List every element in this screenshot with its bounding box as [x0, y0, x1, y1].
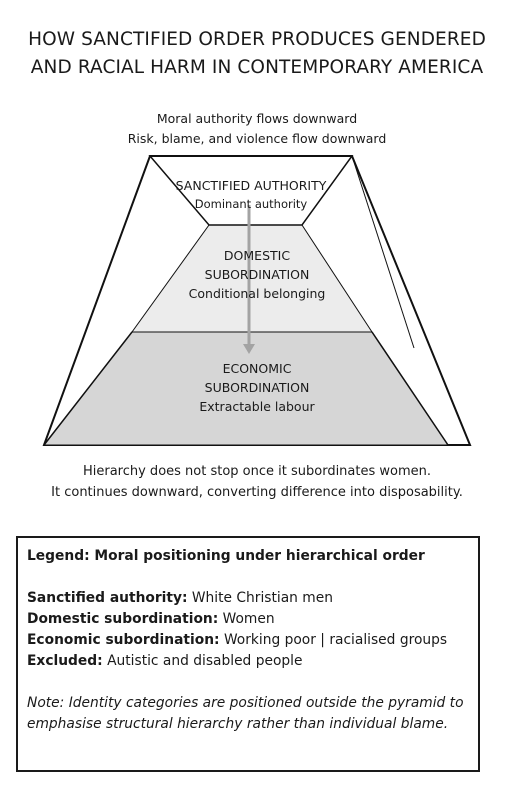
legend-note: Note: Identity categories are positioned…: [27, 695, 464, 732]
tier-sanctified-shape: [148, 155, 354, 226]
flow-statement: Moral authority flows downward Risk, bla…: [0, 109, 514, 149]
downward-arrow-head: [243, 344, 255, 354]
legend-row-excluded: Excluded: Autistic and disabled people: [27, 651, 469, 672]
tier-domestic-name-1: DOMESTIC: [223, 248, 291, 263]
flow-line-authority: Moral authority flows downward: [156, 111, 358, 126]
title-line-1: HOW SANCTIFIED ORDER PRODUCES GENDERED: [28, 29, 486, 50]
flow-line-risk: Risk, blame, and violence flow downward: [127, 131, 387, 146]
tier-economic-label: ECONOMIC SUBORDINATION Extractable labou…: [160, 359, 354, 416]
caption-line-2: It continues downward, converting differ…: [51, 485, 463, 500]
tier-economic-name-1: ECONOMIC: [222, 361, 292, 376]
tier-sanctified-desc: Dominant authority: [194, 197, 308, 211]
tier-domestic-name-2: SUBORDINATION: [204, 267, 310, 282]
legend-key: Domestic subordination:: [27, 611, 219, 627]
legend-key: Sanctified authority:: [27, 590, 188, 606]
connector-left: [43, 331, 133, 446]
legend-key: Excluded:: [27, 653, 103, 669]
legend-heading: Legend: Moral positioning under hierarch…: [27, 548, 425, 564]
legend-box: Legend: Moral positioning under hierarch…: [16, 536, 480, 772]
legend-value: Women: [222, 611, 275, 627]
pyramid-diagram: [42, 155, 472, 446]
diagram-title: HOW SANCTIFIED ORDER PRODUCES GENDERED A…: [0, 26, 514, 82]
tier-economic-name-2: SUBORDINATION: [204, 380, 310, 395]
legend-value: White Christian men: [191, 590, 333, 606]
tier-domestic-label: DOMESTIC SUBORDINATION Conditional belon…: [160, 246, 354, 303]
legend-row-domestic: Domestic subordination: Women: [27, 609, 469, 630]
title-line-2: AND RACIAL HARM IN CONTEMPORARY AMERICA: [30, 57, 484, 78]
legend-row-sanctified: Sanctified authority: White Christian me…: [27, 588, 469, 609]
tier-sanctified-label: SANCTIFIED AUTHORITY Dominant authority: [150, 176, 352, 214]
tier-domestic-desc: Conditional belonging: [188, 286, 326, 301]
diagram-caption: Hierarchy does not stop once it subordin…: [0, 461, 514, 503]
legend-value: Autistic and disabled people: [107, 653, 303, 669]
legend-row-economic: Economic subordination: Working poor | r…: [27, 630, 469, 651]
legend-value: Working poor | racialised groups: [223, 632, 448, 648]
tier-economic-desc: Extractable labour: [199, 399, 315, 414]
connector-right: [371, 331, 449, 446]
legend-key: Economic subordination:: [27, 632, 220, 648]
caption-line-1: Hierarchy does not stop once it subordin…: [82, 464, 432, 479]
tier-sanctified-name: SANCTIFIED AUTHORITY: [175, 178, 327, 193]
connector-top-right: [351, 155, 415, 349]
